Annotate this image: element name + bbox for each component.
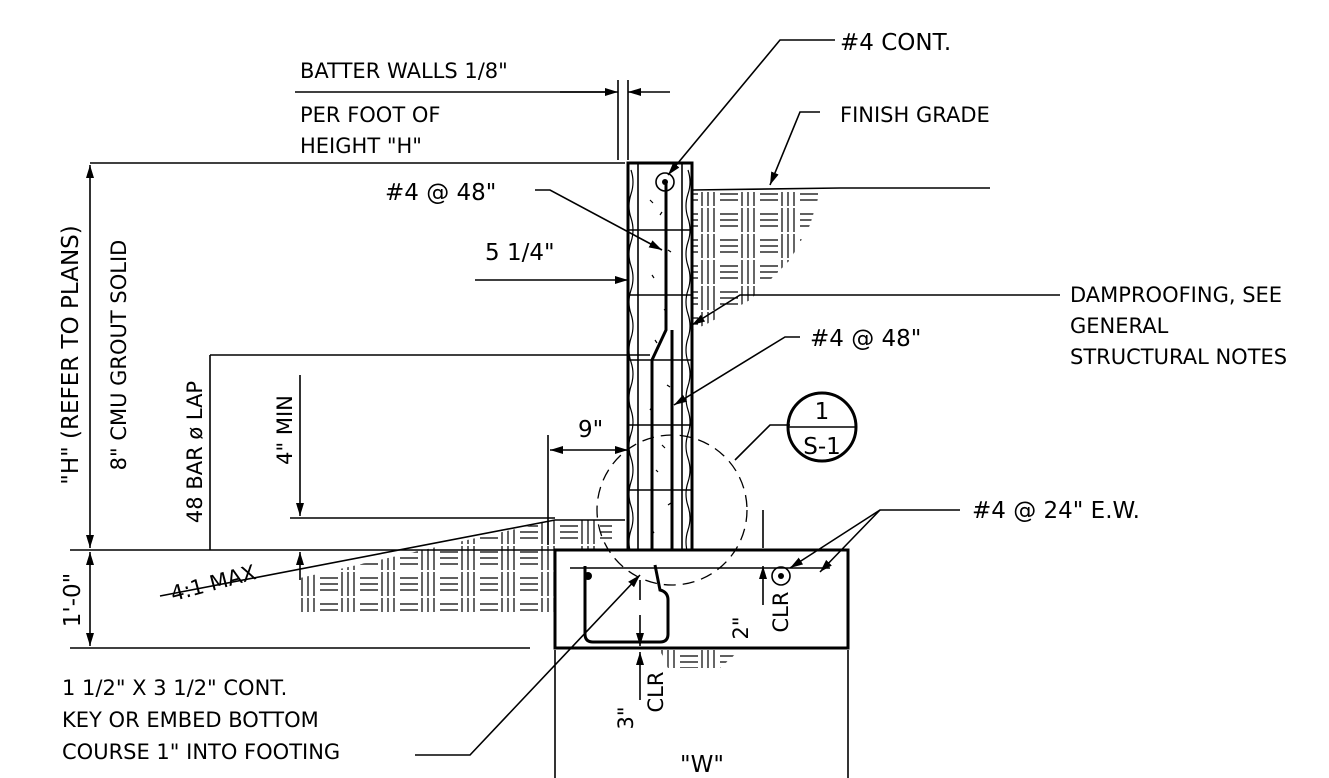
dim-2-label: 2" — [729, 616, 753, 639]
detail-circle — [596, 434, 748, 586]
damproofing-label-1: DAMPROOFING, SEE — [1070, 283, 1282, 307]
leaders — [70, 39, 1060, 778]
section-number: 1 — [815, 399, 830, 425]
front-soil-hatch — [159, 519, 625, 612]
clr-side-label: CLR — [769, 592, 793, 633]
slope-label: 4:1 MAX — [168, 560, 259, 606]
footing-depth-label: 1'-0" — [60, 573, 86, 627]
key-label-3: COURSE 1" INTO FOOTING — [62, 740, 340, 764]
vert-bar-upper-label: #4 @ 48" — [385, 180, 496, 206]
vertical-rebar — [650, 172, 675, 560]
width-w-label: "W" — [680, 752, 724, 778]
batter-label-3: HEIGHT "H" — [300, 134, 422, 158]
key-label-1: 1 1/2" X 3 1/2" CONT. — [62, 676, 287, 700]
damproofing-label-3: STRUCTURAL NOTES — [1070, 345, 1287, 369]
dim-9-label: 9" — [578, 417, 603, 443]
cmu-wall — [626, 161, 694, 567]
batter-label-2: PER FOOT OF — [300, 103, 440, 127]
section-sheet: S-1 — [803, 434, 841, 460]
cmu-label: 8" CMU GROUT SOLID — [107, 240, 131, 471]
footing — [553, 548, 850, 650]
footing-bars-label: #4 @ 24" E.W. — [972, 498, 1140, 524]
text-labels: BATTER WALLS 1/8" PER FOOT OF HEIGHT "H"… — [58, 30, 1287, 778]
damproofing-label-2: GENERAL — [1070, 314, 1169, 338]
min4-label: 4" MIN — [273, 395, 297, 465]
batter-label-1: BATTER WALLS 1/8" — [300, 59, 508, 83]
vert-bar-lower-label: #4 @ 48" — [810, 326, 921, 352]
lap-label: 48 BAR ø LAP — [183, 381, 207, 523]
height-h-label: "H" (REFER TO PLANS) — [58, 225, 84, 485]
dim-5-1-4-label: 5 1/4" — [485, 240, 555, 266]
clr-bottom-label: CLR — [644, 672, 668, 713]
backfill-hatch — [691, 187, 990, 330]
section-symbol — [786, 391, 858, 463]
top-bar-label: #4 CONT. — [840, 30, 951, 56]
dim-3-label: 3" — [614, 706, 638, 729]
key-label-2: KEY OR EMBED BOTTOM — [62, 708, 319, 732]
under-footing-hatch — [660, 650, 740, 668]
finish-grade-label: FINISH GRADE — [840, 103, 990, 127]
